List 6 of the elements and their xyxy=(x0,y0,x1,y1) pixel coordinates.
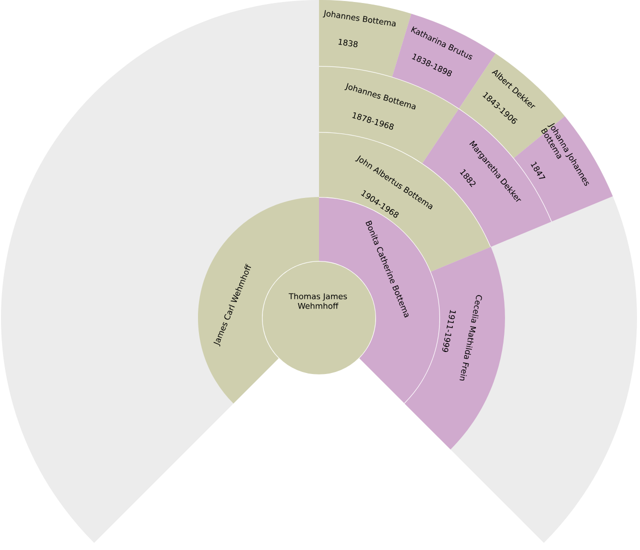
person-name: Johannes Bottema xyxy=(322,10,396,26)
person-name: Cecelia Mathilda Frein xyxy=(460,295,482,381)
life-dates: 1838 xyxy=(338,38,358,48)
person-name: Thomas James Wehmhoff xyxy=(288,293,347,309)
center-circle xyxy=(261,260,377,376)
fan-segment xyxy=(319,0,412,77)
